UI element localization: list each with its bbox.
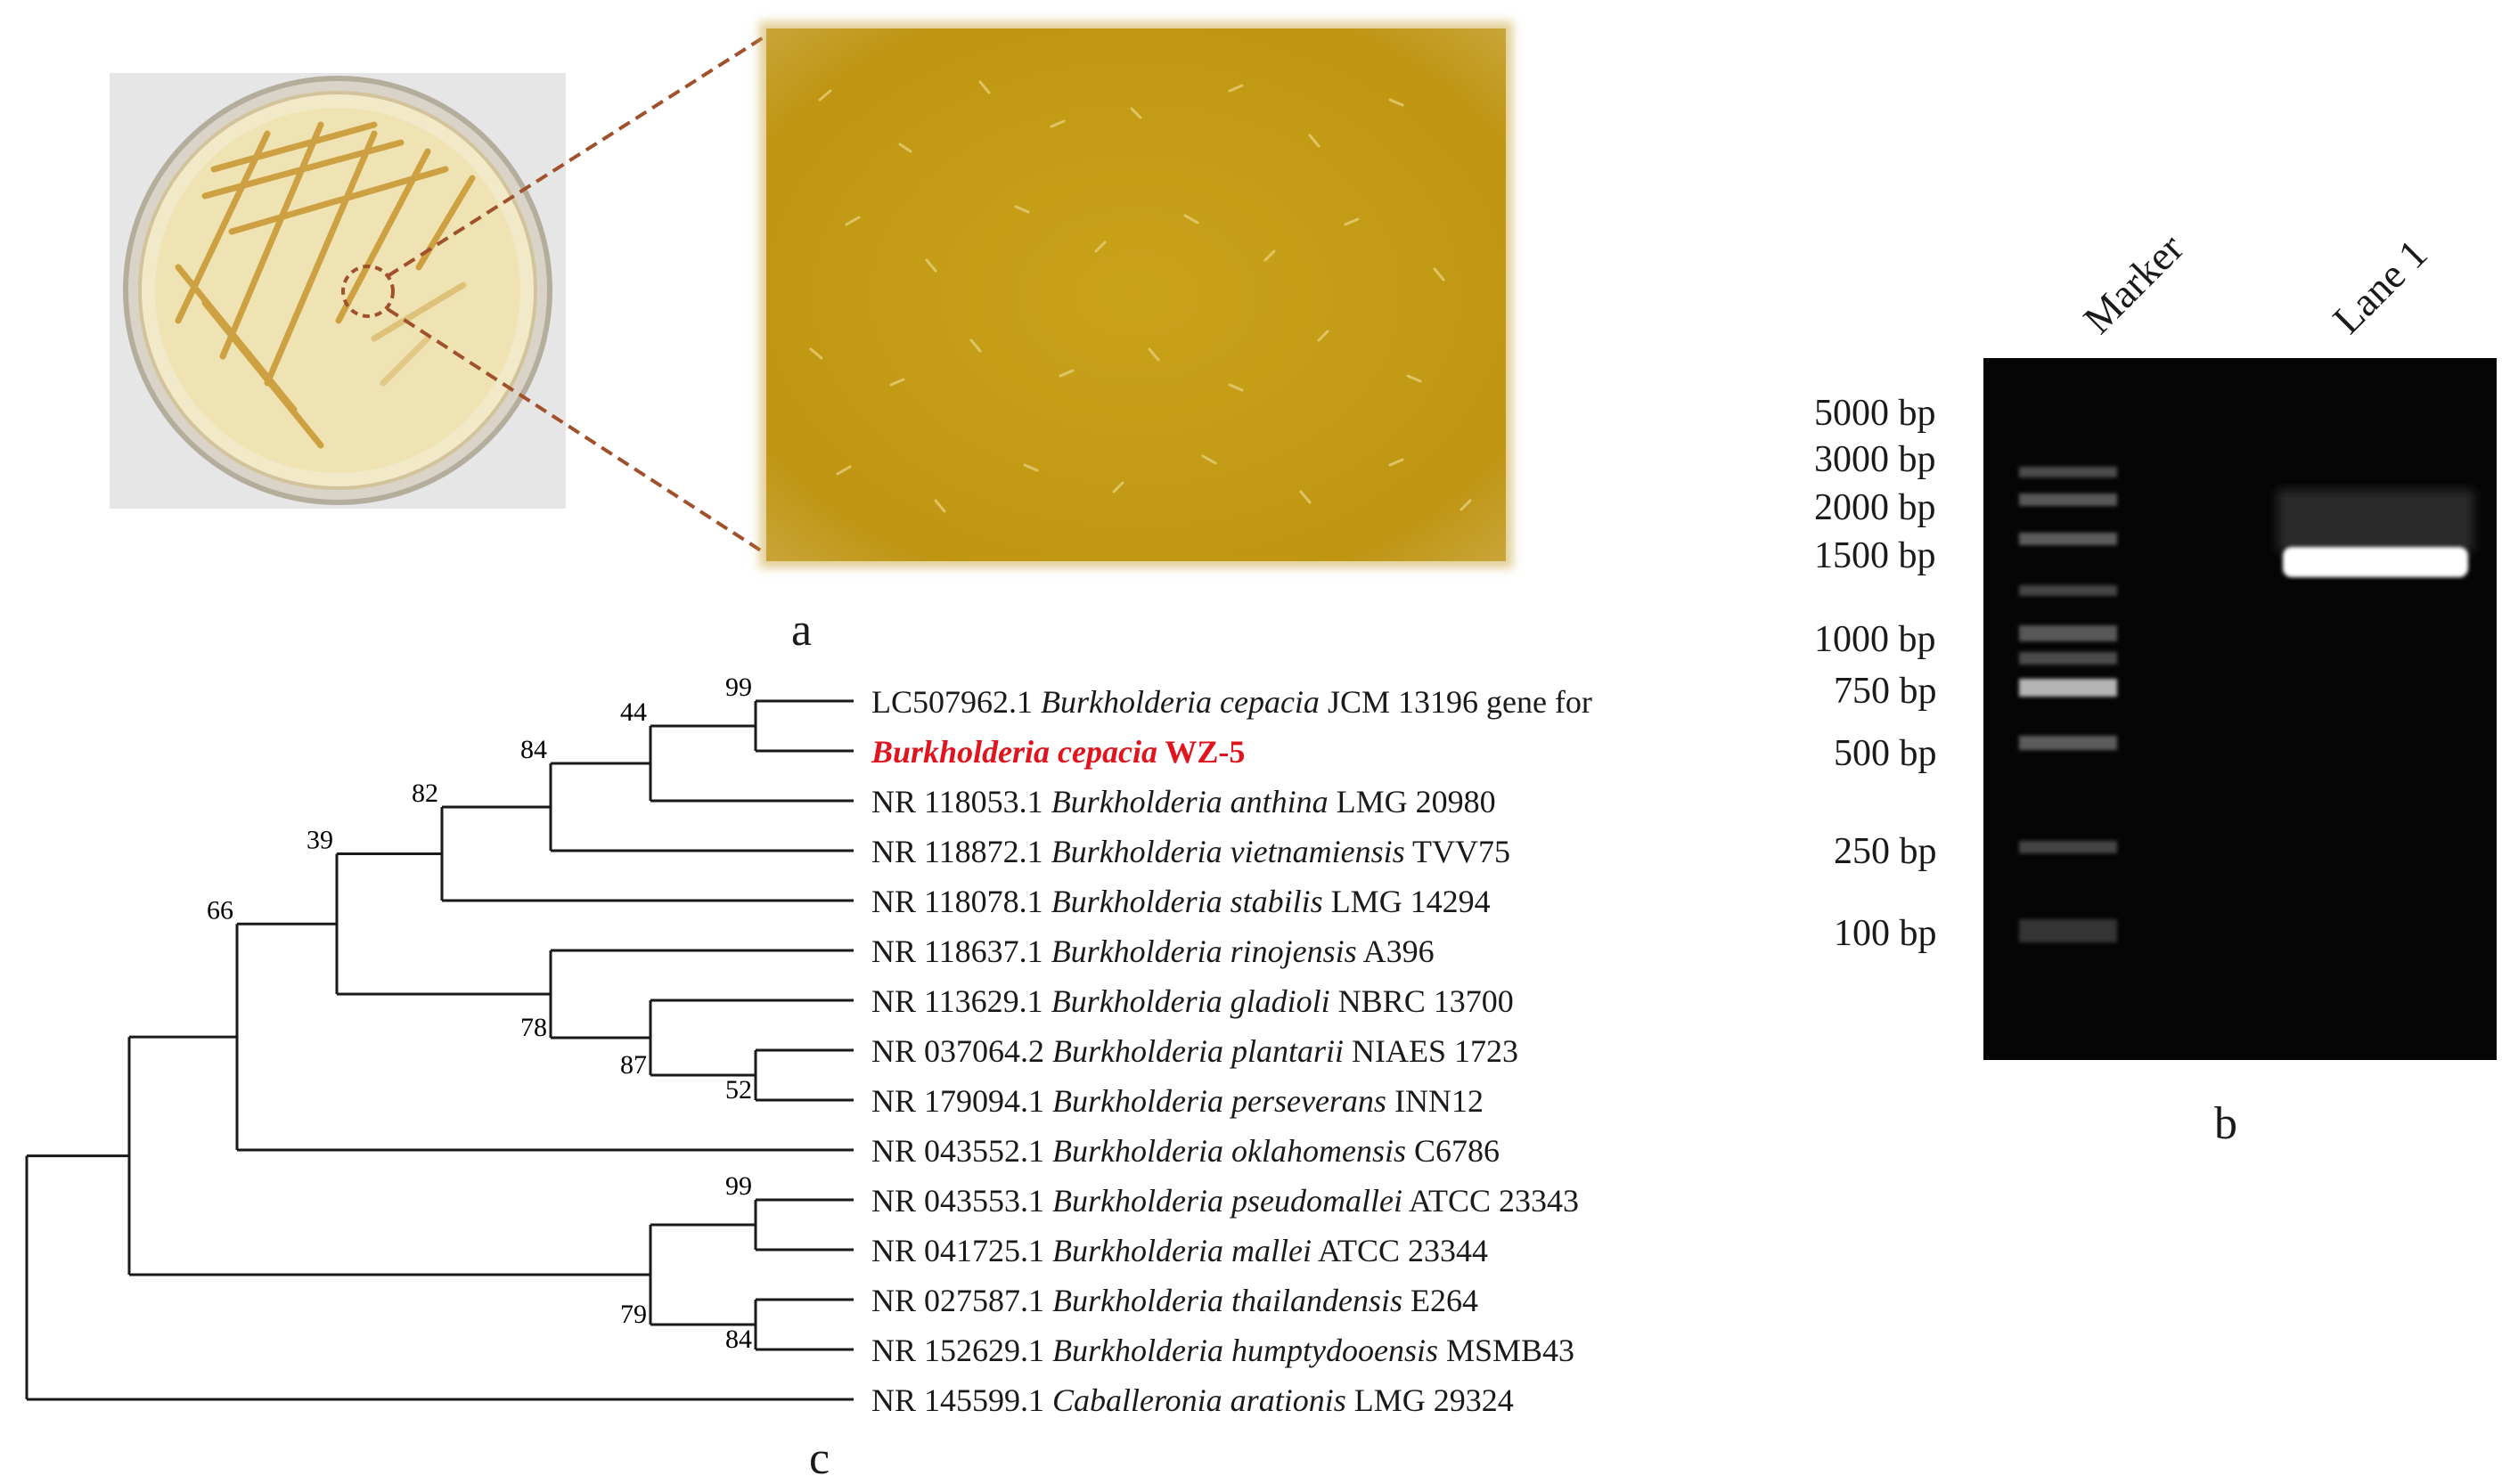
bacterial-streaks — [175, 121, 476, 449]
bootstrap-value: 99 — [725, 1171, 752, 1201]
taxon-label: NR 118872.1 Burkholderia vietnamiensis T… — [871, 834, 1510, 869]
bootstrap-value: 82 — [412, 779, 438, 808]
taxon-label-highlighted: Burkholderia cepacia WZ-5 — [871, 734, 1245, 770]
taxon-label: NR 037064.2 Burkholderia plantarii NIAES… — [871, 1033, 1518, 1069]
marker-label: 3000 bp — [1814, 439, 1936, 480]
tree-taxon-labels: LC507962.1 Burkholderia cepacia JCM 1319… — [871, 684, 1592, 1418]
taxon-label: NR 118637.1 Burkholderia rinojensis A396 — [871, 934, 1435, 969]
gel-bands — [2019, 467, 2473, 942]
marker-label: 5000 bp — [1814, 393, 1936, 434]
bootstrap-value: 84 — [520, 735, 547, 764]
panel-label-c: c — [809, 1433, 830, 1484]
petri-dish — [123, 76, 552, 505]
bootstrap-value: 84 — [725, 1325, 752, 1354]
bootstrap-value: 66 — [207, 895, 233, 925]
zoom-connector-top — [386, 34, 768, 278]
bootstrap-value: 78 — [520, 1013, 547, 1042]
microscopy-zoom-image — [766, 29, 1506, 561]
marker-label: 500 bp — [1834, 733, 1937, 774]
taxon-label: NR 145599.1 Caballeronia arationis LMG 2… — [871, 1382, 1514, 1418]
marker-label: 1000 bp — [1814, 619, 1936, 660]
taxon-label: LC507962.1 Burkholderia cepacia JCM 1319… — [871, 684, 1592, 720]
marker-label: 2000 bp — [1814, 487, 1936, 528]
taxon-label: NR 118078.1 Burkholderia stabilis LMG 14… — [871, 884, 1491, 919]
panel-label-a: a — [791, 605, 813, 656]
taxon-label: NR 041725.1 Burkholderia mallei ATCC 233… — [871, 1233, 1488, 1268]
panel-label-b: b — [2214, 1098, 2237, 1149]
taxon-label: NR 043553.1 Burkholderia pseudomallei AT… — [871, 1183, 1579, 1219]
taxon-label: NR 118053.1 Burkholderia anthina LMG 209… — [871, 784, 1496, 819]
microscopy-cells — [809, 80, 1472, 513]
bootstrap-value: 39 — [307, 826, 333, 855]
marker-label: 1500 bp — [1814, 535, 1936, 576]
taxon-label: NR 152629.1 Burkholderia humptydooensis … — [871, 1333, 1574, 1368]
bootstrap-value: 52 — [725, 1075, 752, 1105]
marker-lane-bands — [2019, 467, 2117, 942]
bootstrap-value: 44 — [620, 697, 647, 727]
tree-branches — [25, 699, 854, 1401]
selected-colony-circle — [341, 265, 395, 318]
marker-label: 250 bp — [1834, 831, 1937, 872]
marker-label: 750 bp — [1834, 671, 1937, 712]
agarose-gel-image — [1983, 358, 2497, 1060]
bootstrap-value: 79 — [620, 1300, 647, 1329]
taxon-label: NR 043552.1 Burkholderia oklahomensis C6… — [871, 1133, 1500, 1169]
taxon-label: NR 027587.1 Burkholderia thailandensis E… — [871, 1283, 1478, 1318]
taxon-label: NR 113629.1 Burkholderia gladioli NBRC 1… — [871, 983, 1514, 1019]
bootstrap-value: 87 — [620, 1050, 647, 1080]
lane1-band — [2277, 490, 2473, 577]
taxon-label: NR 179094.1 Burkholderia perseverans INN… — [871, 1083, 1484, 1119]
bootstrap-value: 99 — [725, 673, 752, 702]
zoom-connector-bottom — [386, 307, 768, 556]
marker-label: 100 bp — [1834, 913, 1937, 954]
tree-bootstrap-labels: 99 44 84 82 39 66 78 87 52 99 79 84 — [207, 673, 752, 1354]
